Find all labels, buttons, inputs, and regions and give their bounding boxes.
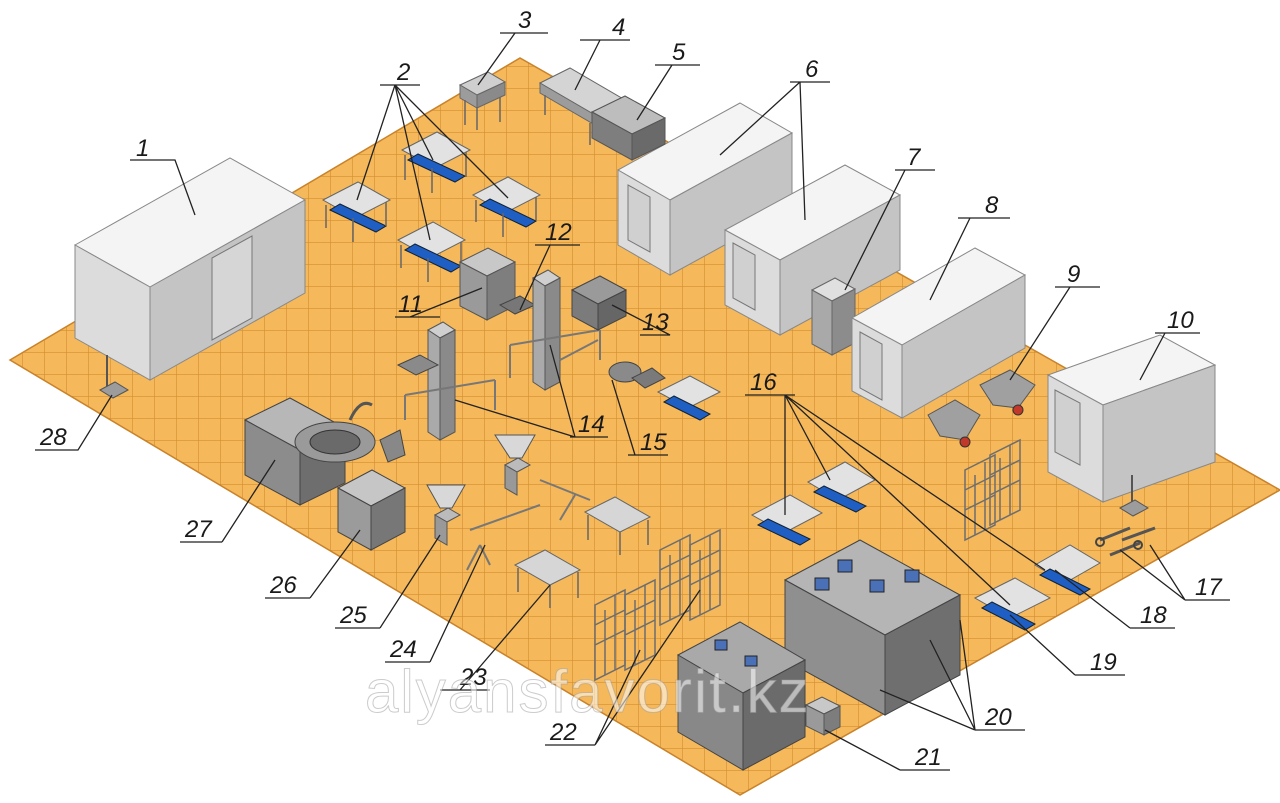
callout-4: 4	[612, 14, 625, 41]
sink-table-4	[538, 67, 627, 145]
control-unit-21	[804, 696, 842, 736]
callout-17: 17	[1195, 574, 1223, 601]
callout-14: 14	[578, 411, 605, 438]
callout-2: 2	[396, 59, 410, 86]
tables-with-crates-2	[321, 131, 542, 282]
callout-15: 15	[640, 429, 667, 456]
tables-23	[513, 496, 652, 608]
callout-13: 13	[642, 309, 669, 336]
callout-21: 21	[914, 744, 942, 771]
smokehouses-20	[783, 539, 962, 716]
callout-20: 20	[984, 704, 1012, 731]
hooks-17	[1095, 526, 1156, 557]
callout-5: 5	[672, 39, 686, 66]
tables-with-crates-16	[750, 461, 877, 546]
cold-room-1	[73, 157, 307, 381]
hopper-13	[570, 275, 628, 331]
scale-right	[1118, 475, 1150, 517]
column-lift-12	[509, 269, 601, 391]
callout-25: 25	[339, 602, 367, 629]
slicer-15	[608, 361, 722, 421]
callout-16: 16	[750, 369, 777, 396]
callout-27: 27	[184, 516, 213, 543]
callout-26: 26	[269, 572, 297, 599]
callout-numbers: 1 2 3 4 5 6 7 8 9 10 11 12 13 14 15 16 1…	[39, 7, 1223, 771]
box-26	[336, 469, 407, 551]
cabinet-7	[810, 277, 857, 356]
callout-19: 19	[1090, 649, 1117, 676]
sink-3	[458, 71, 507, 130]
callout-8: 8	[985, 192, 999, 219]
carts-9	[927, 369, 1036, 448]
callout-12: 12	[545, 219, 572, 246]
callout-10: 10	[1167, 307, 1194, 334]
leader-lines	[35, 32, 1230, 771]
tables-18-19	[973, 544, 1101, 631]
cold-room-10	[1046, 334, 1217, 503]
cold-room-6b	[723, 164, 902, 336]
rack-trolleys	[594, 438, 1021, 682]
callout-11: 11	[398, 291, 423, 318]
callout-18: 18	[1140, 602, 1167, 629]
callout-28: 28	[39, 424, 67, 451]
oven-block	[676, 621, 807, 771]
callout-23: 23	[459, 664, 487, 691]
cold-room-8	[850, 247, 1027, 419]
callout-1: 1	[136, 135, 149, 162]
callout-3: 3	[518, 7, 532, 34]
cold-room-6a	[616, 102, 794, 276]
watermark-text: alyansfavorit.kz	[365, 658, 811, 725]
washer-5	[590, 95, 667, 161]
callout-24: 24	[389, 636, 417, 663]
column-lift-14	[396, 321, 496, 441]
fillers-24-25	[426, 434, 591, 571]
bowl-cutter-27	[243, 397, 406, 506]
callout-22: 22	[549, 719, 577, 746]
floor	[8, 57, 1280, 796]
callout-6: 6	[805, 56, 819, 83]
scale-28	[98, 355, 130, 399]
callout-7: 7	[907, 144, 922, 171]
callout-9: 9	[1067, 261, 1080, 288]
